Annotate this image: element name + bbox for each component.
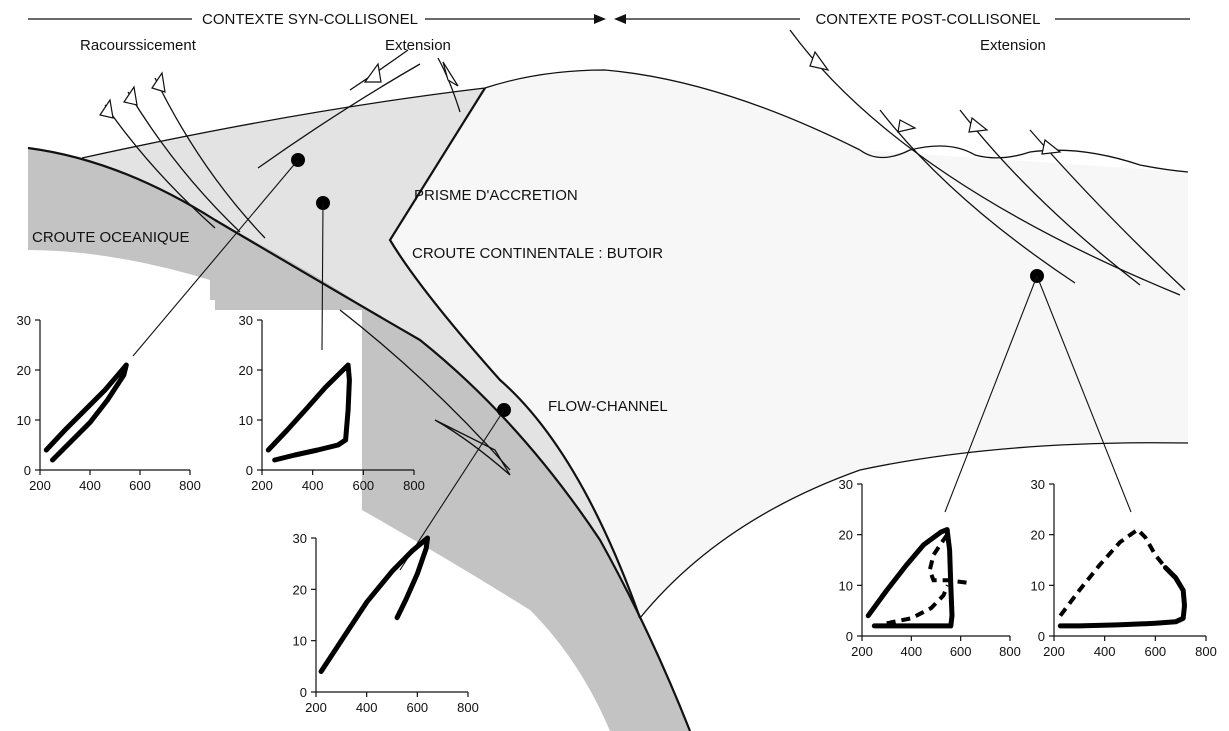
normal-arrow-3 — [968, 116, 989, 133]
pt-chart-y-tick-label: 10 — [17, 413, 31, 428]
pt-chart-y-tick-label: 30 — [239, 313, 253, 328]
pt-chart-y-tick-label: 20 — [1031, 528, 1045, 543]
header-arrow-left — [614, 14, 626, 24]
normal-arrow-4 — [1041, 138, 1062, 155]
pt-chart-x-tick-label: 600 — [950, 644, 972, 659]
pt-chart-y-tick-label: 30 — [839, 477, 853, 492]
pt-chart-x-tick-label: 200 — [251, 478, 273, 493]
pt-chart-y-tick-label: 0 — [246, 463, 253, 478]
pt-chart-5: 200 400 600 800 0 10 20 30 — [1031, 477, 1217, 659]
thrust-fault-3 — [154, 77, 266, 239]
pt-chart-1: 200 400 600 800 0 10 20 30 — [17, 313, 201, 493]
pt-chart-y-tick-label: 0 — [300, 685, 307, 700]
pt-path-series-1 — [1058, 526, 1168, 617]
prism-butoir-boundary — [388, 87, 642, 619]
pt-chart-y-tick-label: 10 — [293, 634, 307, 649]
pt-chart-x-tick-label: 200 — [851, 644, 873, 659]
pt-chart-y-tick-label: 20 — [839, 528, 853, 543]
pt-chart-x-tick-label: 800 — [457, 700, 479, 715]
pt-path-series-1 — [43, 362, 129, 463]
pt-chart-x-tick-label: 800 — [179, 478, 201, 493]
pt-path-series-1 — [265, 362, 352, 463]
pt-chart-y-tick-label: 10 — [839, 578, 853, 593]
oceanic-crust-left — [28, 148, 362, 310]
normal-fault-1 — [789, 29, 1181, 296]
header-arrow-right — [594, 14, 606, 24]
normal-arrow-2 — [897, 119, 917, 133]
continental-crust-base — [639, 442, 1189, 619]
pt-chart-y-tick-label: 10 — [1031, 578, 1045, 593]
pt-chart-x-tick-label: 600 — [406, 700, 428, 715]
label-flow-channel: FLOW-CHANNEL — [548, 398, 668, 415]
thrust-arrow-1 — [99, 98, 114, 119]
normal-arrow-1 — [809, 50, 830, 71]
pt-chart-2: 200 400 600 800 0 10 20 30 — [239, 313, 425, 493]
post-collision-title: CONTEXTE POST-COLLISONEL — [815, 11, 1040, 28]
thrust-fault-2 — [127, 91, 241, 233]
pt-chart-x-tick-label: 600 — [352, 478, 374, 493]
pt-chart-x-tick-label: 600 — [1144, 644, 1166, 659]
inset-bg-1 — [0, 300, 215, 510]
leader-line-4b — [1036, 275, 1132, 513]
pt-chart-x-tick-label: 400 — [356, 700, 378, 715]
pt-chart-y-tick-label: 20 — [17, 363, 31, 378]
topographic-surface — [81, 69, 861, 159]
pt-path-series-2 — [927, 533, 969, 585]
label-shortening: Racourssicement — [80, 37, 197, 54]
accretion-prism-region — [82, 88, 640, 618]
pt-path-series-1 — [318, 535, 430, 674]
thrust-arrow-2 — [123, 85, 138, 106]
extension-arrow-syn-2 — [442, 61, 459, 87]
normal-fault-2 — [879, 109, 1076, 284]
pt-path-series-3 — [886, 584, 950, 626]
label-oceanic-crust: CROUTE OCEANIQUE — [32, 229, 190, 246]
pt-path-series-2 — [1057, 565, 1187, 629]
leader-line-4a — [944, 275, 1038, 513]
extension-fault-syn-1 — [257, 63, 421, 169]
pt-chart-x-tick-label: 200 — [29, 478, 51, 493]
syn-collision-title: CONTEXTE SYN-COLLISONEL — [202, 11, 418, 28]
post-surface — [859, 145, 1189, 173]
extension-arrow-syn-1 — [363, 62, 382, 83]
pt-chart-y-tick-label: 20 — [239, 363, 253, 378]
pt-chart-x-tick-label: 800 — [403, 478, 425, 493]
pt-chart-x-tick-label: 400 — [79, 478, 101, 493]
pt-chart-x-tick-label: 800 — [1195, 644, 1217, 659]
pt-chart-x-tick-label: 600 — [129, 478, 151, 493]
pt-chart-y-tick-label: 30 — [293, 531, 307, 546]
pt-chart-x-tick-label: 200 — [305, 700, 327, 715]
thrust-fault-1 — [104, 104, 216, 229]
pt-chart-y-tick-label: 0 — [24, 463, 31, 478]
pt-chart-y-tick-label: 30 — [17, 313, 31, 328]
normal-fault-3 — [959, 109, 1141, 286]
pt-chart-3: 200 400 600 800 0 10 20 30 — [293, 531, 479, 715]
pt-chart-x-tick-label: 400 — [1094, 644, 1116, 659]
pt-chart-y-tick-label: 20 — [293, 582, 307, 597]
label-accretion-prism: PRISME D'ACCRETION — [414, 187, 578, 204]
pt-chart-x-tick-label: 200 — [1043, 644, 1065, 659]
pt-chart-y-tick-label: 0 — [1038, 629, 1045, 644]
label-extension-post: Extension — [980, 37, 1046, 54]
leader-line-2 — [321, 202, 324, 351]
extension-fault-syn-3 — [437, 57, 461, 113]
leader-line-1 — [132, 159, 299, 357]
subduction-interface — [27, 146, 692, 731]
pt-chart-x-tick-label: 400 — [900, 644, 922, 659]
inset-bg-2 — [210, 310, 362, 510]
pt-chart-4: 200 400 600 800 0 10 20 30 — [839, 477, 1021, 659]
pt-chart-y-tick-label: 0 — [846, 629, 853, 644]
continental-crust-region — [390, 70, 1188, 618]
pt-chart-x-tick-label: 800 — [999, 644, 1021, 659]
thrust-arrow-3 — [151, 71, 166, 93]
pt-chart-y-tick-label: 30 — [1031, 477, 1045, 492]
pt-chart-x-tick-label: 400 — [302, 478, 324, 493]
pt-path-series-1 — [865, 527, 955, 629]
oceanic-crust-region — [28, 148, 690, 731]
label-extension-syn: Extension — [385, 37, 451, 54]
pt-chart-y-tick-label: 10 — [239, 413, 253, 428]
label-continental-crust: CROUTE CONTINENTALE : BUTOIR — [412, 245, 663, 262]
